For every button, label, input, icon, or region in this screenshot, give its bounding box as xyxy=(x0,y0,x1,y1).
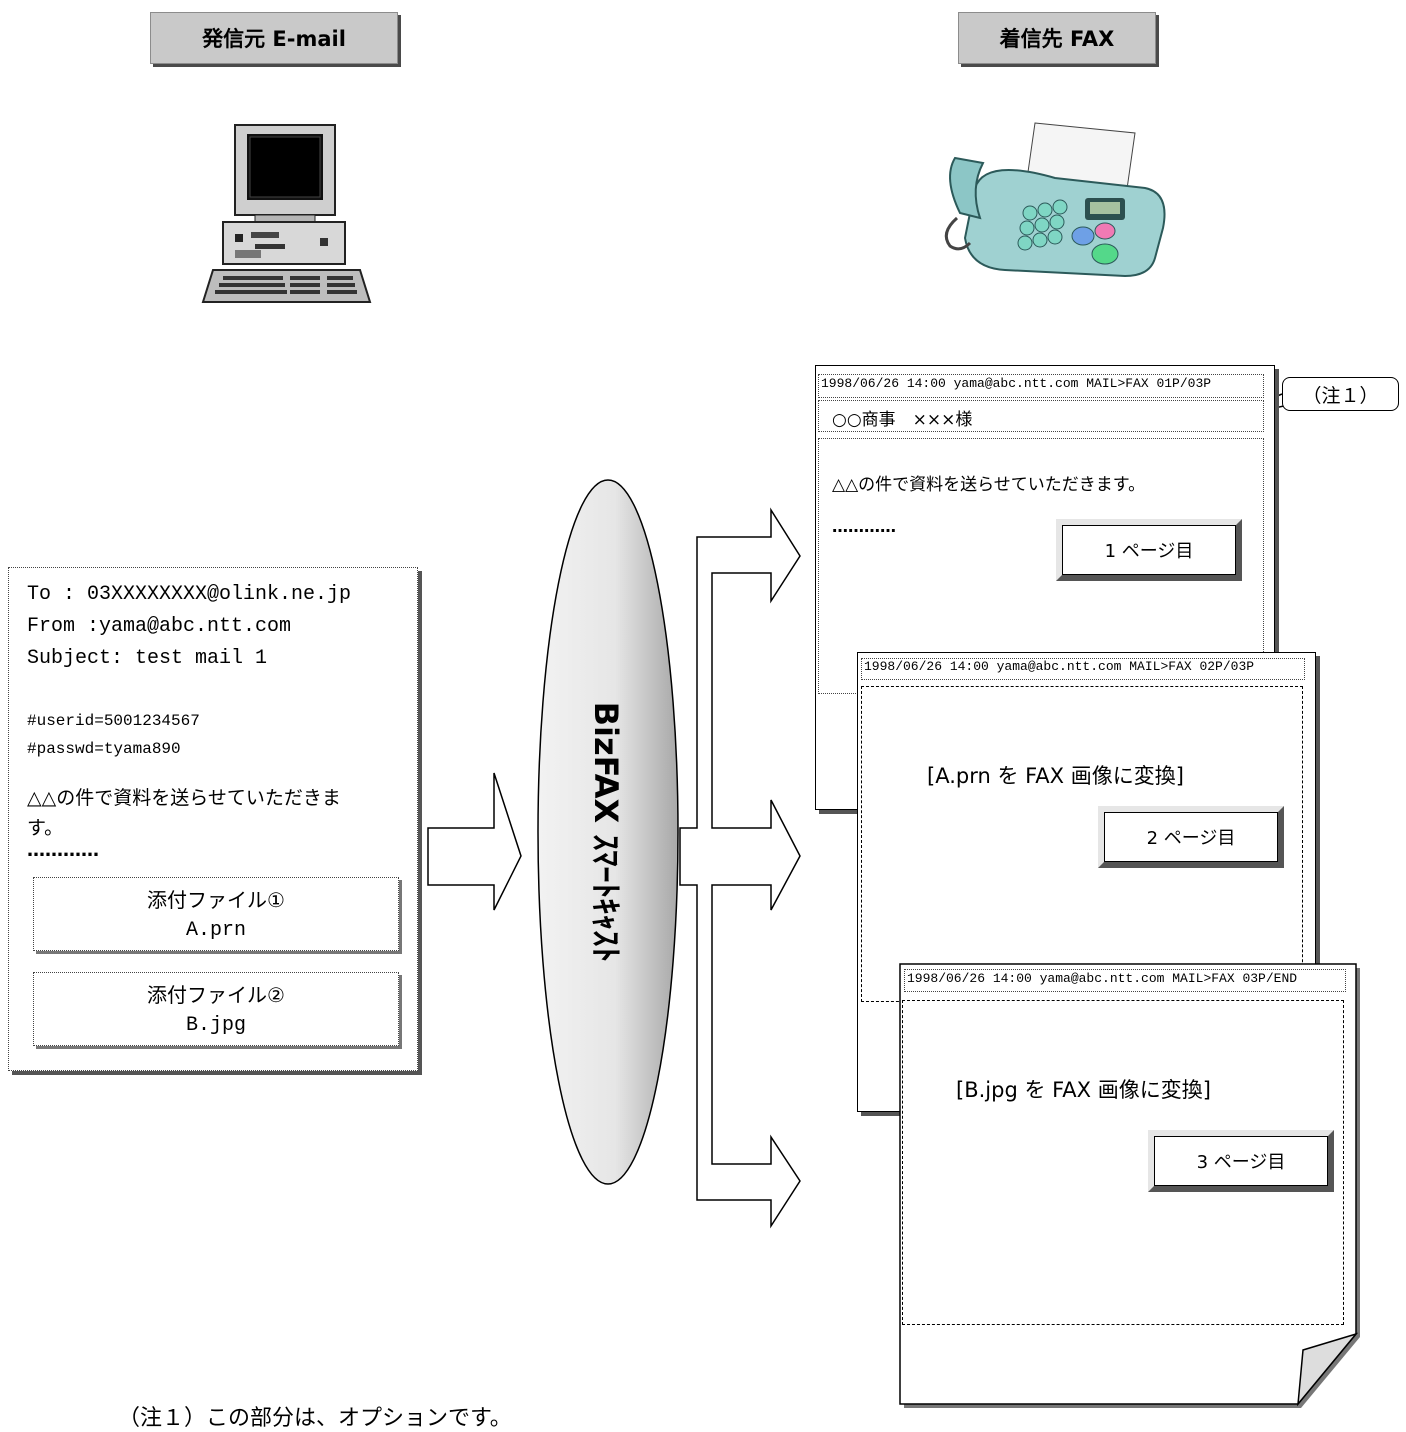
fax-page-1-header: 1998/06/26 14:00 yama@abc.ntt.com MAIL>F… xyxy=(821,376,1212,391)
email-ellipsis: ………… xyxy=(27,840,99,861)
receiver-header: 着信先 FAX xyxy=(958,12,1156,64)
attachment-2-title: 添付ファイル② xyxy=(147,983,285,1007)
fax-page-3-body-box xyxy=(902,1000,1344,1325)
email-body-line1: △△の件で資料を送らせていただきま xyxy=(27,787,341,809)
fax-page-3 xyxy=(899,963,1360,1408)
email-to: To : 03XXXXXXXX@olink.ne.jp xyxy=(27,583,352,606)
attachment-1-title: 添付ファイル① xyxy=(147,888,285,912)
fax-page-2-body: [A.prn を FAX 画像に変換] xyxy=(927,764,1184,788)
fax-page-3-body: [B.jpg を FAX 画像に変換] xyxy=(956,1078,1211,1102)
fax-page-1-ellipsis: ………… xyxy=(832,517,896,536)
computer-icon xyxy=(201,124,372,303)
fax-page-1-header-box xyxy=(818,374,1264,398)
arrow-email-to-service xyxy=(427,772,522,911)
fax-page-1-body: △△の件で資料を送らせていただきます。 xyxy=(832,475,1146,495)
email-userid: #userid=5001234567 xyxy=(27,712,200,730)
callout-note1: （注１） xyxy=(1282,377,1399,411)
sender-header: 発信元 E-mail xyxy=(150,12,398,64)
fax-page-3-header: 1998/06/26 14:00 yama@abc.ntt.com MAIL>F… xyxy=(907,971,1298,986)
fax-machine-icon xyxy=(944,122,1166,278)
fax-page-3-header-box xyxy=(904,969,1346,992)
service-ellipse xyxy=(537,479,679,1185)
attachment-1: 添付ファイル① A.prn xyxy=(33,877,399,951)
service-label: BizFAX ｽﾏｰﾄｷｬｽﾄ xyxy=(587,701,625,963)
email-from: From :yama@abc.ntt.com xyxy=(27,615,292,638)
fax-page-1-addressee: ○○商事 ×××様 xyxy=(832,410,973,430)
footnote: （注１）この部分は、オプションです。 xyxy=(118,1406,512,1431)
email-subject: Subject: test mail 1 xyxy=(27,647,268,670)
fax-page-2-header-box xyxy=(861,658,1305,680)
fax-page-2-header: 1998/06/26 14:00 yama@abc.ntt.com MAIL>F… xyxy=(864,659,1255,674)
email-passwd: #passwd=tyama890 xyxy=(27,740,181,758)
attachment-2-file: B.jpg xyxy=(185,1014,246,1037)
attachment-1-file: A.prn xyxy=(185,919,246,942)
page-2-badge: 2 ページ目 xyxy=(1098,806,1284,868)
page-3-badge: 3 ページ目 xyxy=(1148,1130,1334,1192)
attachment-2: 添付ファイル② B.jpg xyxy=(33,972,399,1046)
email-body-line2: す。 xyxy=(27,817,64,839)
page-1-badge: 1 ページ目 xyxy=(1056,519,1242,581)
fax-page-1-addressee-box xyxy=(818,400,1264,432)
